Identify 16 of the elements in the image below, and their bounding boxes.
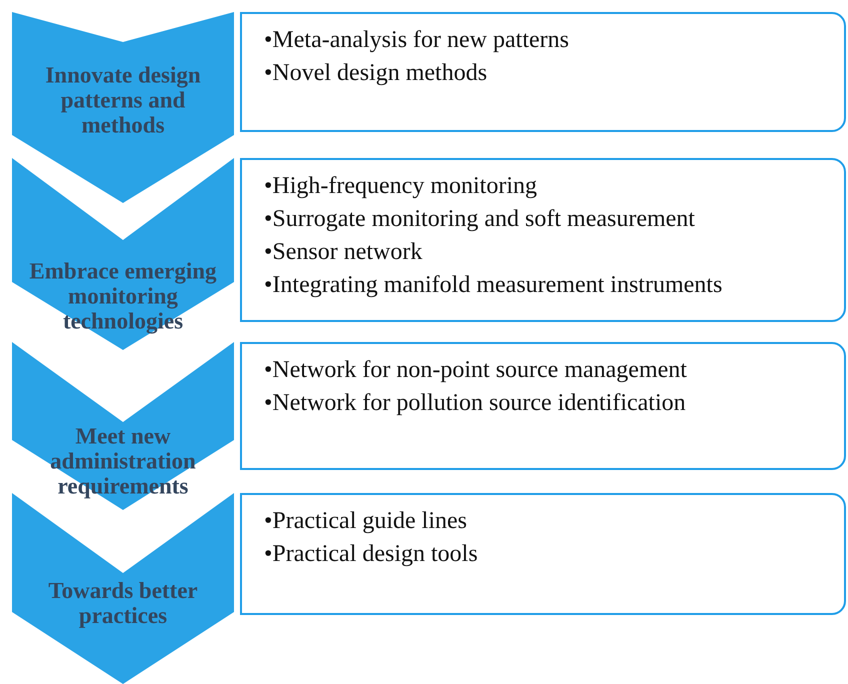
bullet-item: •Sensor network xyxy=(264,238,424,267)
stage-title: Innovate design patterns and methods xyxy=(44,62,202,138)
bullet-item: •Network for pollution source identification xyxy=(264,389,687,418)
bullet-item: •Integrating manifold measurement instruments xyxy=(264,271,724,300)
bullet-item: •Surrogate monitoring and soft measurement xyxy=(264,205,696,234)
bullet-item: •Practical design tools xyxy=(264,540,479,569)
bullet-item: •Novel design methods xyxy=(264,59,488,88)
bullet-item: •High-frequency monitoring xyxy=(264,172,538,201)
text-box xyxy=(240,493,846,615)
bullet-item: •Network for non-point source management xyxy=(264,356,688,385)
bullet-item: •Practical guide lines xyxy=(264,507,468,536)
bullet-item: •Meta-analysis for new patterns xyxy=(264,26,570,55)
text-box xyxy=(240,342,846,470)
text-box xyxy=(240,158,846,322)
text-box xyxy=(240,12,846,132)
stage-title: Towards better practices xyxy=(47,578,199,628)
